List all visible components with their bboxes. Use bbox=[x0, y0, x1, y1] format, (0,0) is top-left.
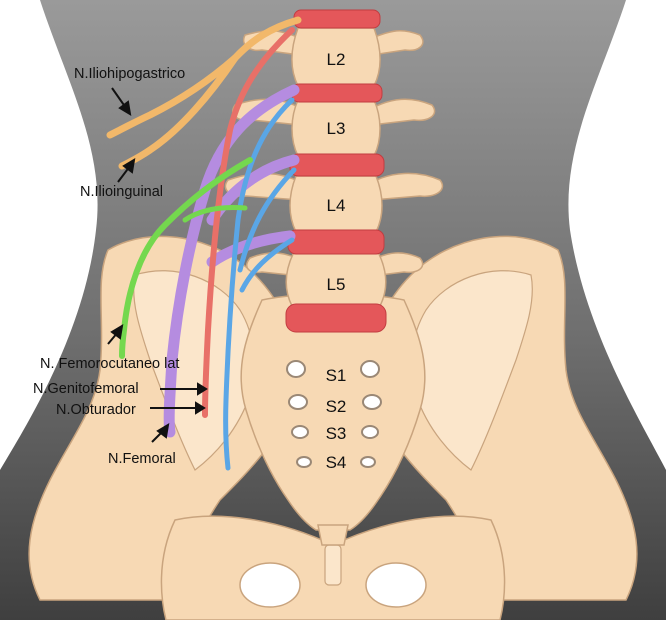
sacral-foramen-1-right bbox=[360, 360, 380, 378]
label-s1: S1 bbox=[326, 366, 347, 385]
disc-l4-l5 bbox=[287, 229, 385, 255]
obturator-foramen-right bbox=[365, 562, 427, 608]
sacral-foramen-2-right bbox=[362, 394, 382, 410]
label-femorocutaneo: N. Femorocutaneo lat bbox=[40, 356, 179, 372]
sacral-foramen-4-right bbox=[360, 456, 376, 468]
label-l3: L3 bbox=[327, 119, 346, 138]
disc-l5-s1 bbox=[285, 303, 387, 333]
label-iliohipogastrico: N.Iliohipogastrico bbox=[74, 66, 185, 82]
coccyx bbox=[317, 524, 349, 546]
sacrum bbox=[240, 293, 426, 531]
label-genitofemoral: N.Genitofemoral bbox=[33, 381, 139, 397]
sacral-foramen-4-left bbox=[296, 456, 312, 468]
sacral-foramen-3-left bbox=[291, 425, 309, 439]
sacral-foramen-2-left bbox=[288, 394, 308, 410]
label-l5: L5 bbox=[327, 275, 346, 294]
obturator-foramen-left bbox=[239, 562, 301, 608]
disc-l2-l3 bbox=[291, 83, 383, 103]
disc-l3-l4 bbox=[289, 153, 385, 177]
nerve-obturador bbox=[223, 97, 297, 471]
label-obturador: N.Obturador bbox=[56, 402, 136, 418]
sacral-foramen-3-right bbox=[361, 425, 379, 439]
label-s4: S4 bbox=[326, 453, 347, 472]
nerve-genitofemoral bbox=[202, 27, 295, 418]
label-femoral: N.Femoral bbox=[108, 451, 176, 467]
label-l4: L4 bbox=[327, 196, 346, 215]
label-s3: S3 bbox=[326, 424, 347, 443]
sacral-foramen-1-left bbox=[286, 360, 306, 378]
pointer-arrows bbox=[107, 87, 208, 443]
nerve-femorocutaneo bbox=[119, 157, 253, 359]
label-ilioinguinal: N.Ilioinguinal bbox=[80, 184, 163, 200]
pubic-symphysis bbox=[324, 544, 342, 586]
label-l2: L2 bbox=[327, 50, 346, 69]
pelvis-right-inner bbox=[411, 270, 533, 471]
nerve-femorocutaneo-branch bbox=[182, 205, 248, 223]
label-s2: S2 bbox=[326, 397, 347, 416]
disc-l1-l2 bbox=[293, 9, 381, 29]
